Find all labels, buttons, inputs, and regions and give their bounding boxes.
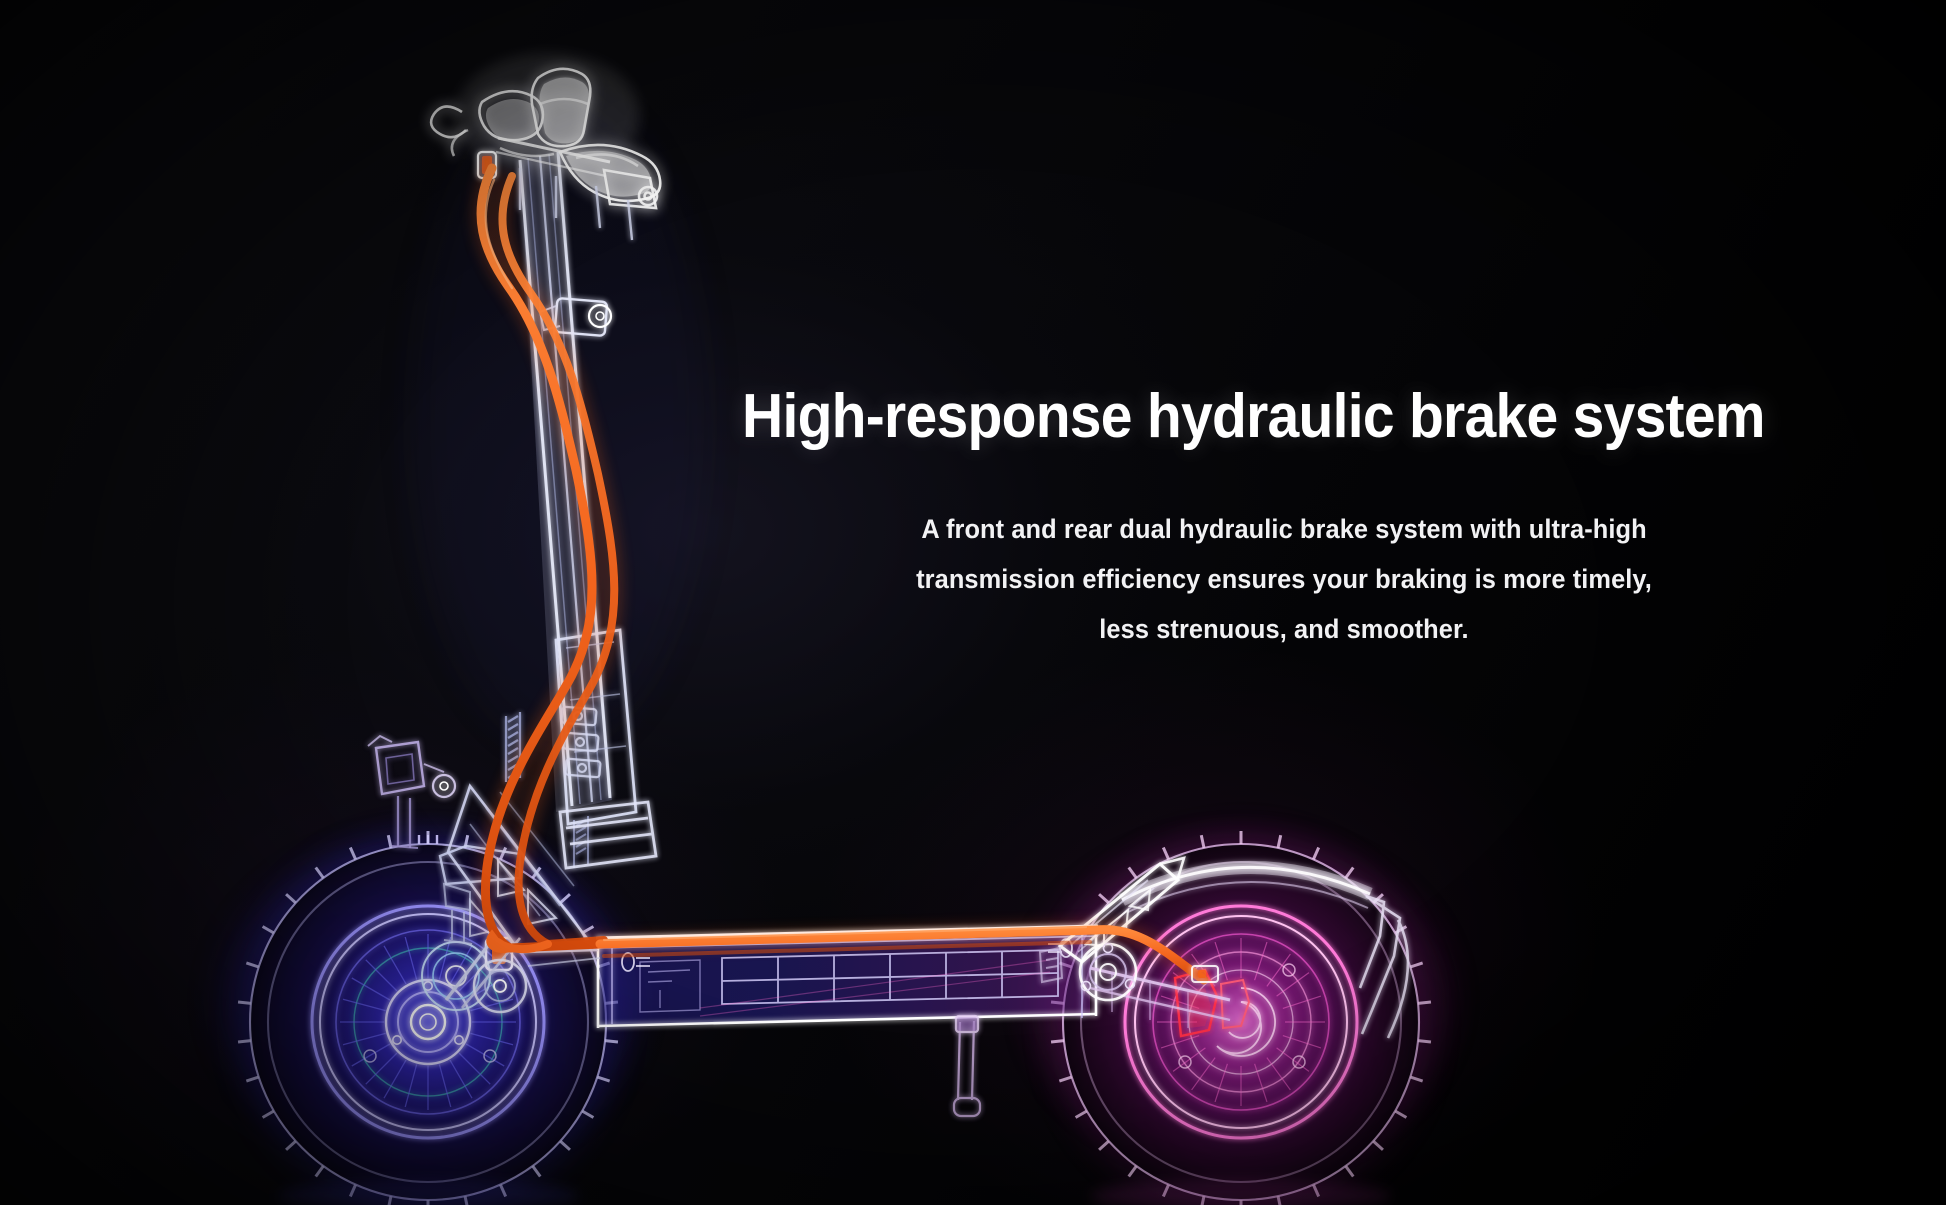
- page-title: High-response hydraulic brake system: [742, 382, 1766, 451]
- frame-spring: [573, 816, 589, 868]
- rear-fender-stay: [1358, 894, 1410, 1039]
- front-frame-triangle: [444, 783, 601, 1014]
- front-suspension-spring: [504, 712, 522, 782]
- ground-reflection: [278, 1180, 1391, 1205]
- description-line-2: transmission efficiency ensures your bra…: [916, 564, 1652, 594]
- deck-battery-housing: [595, 924, 1099, 1028]
- page-description: A front and rear dual hydraulic brake sy…: [880, 504, 1688, 654]
- brake-fluid-port: [476, 150, 498, 180]
- description-line-1: A front and rear dual hydraulic brake sy…: [921, 514, 1647, 544]
- steering-stem: [438, 150, 658, 886]
- rear-wheel: [1050, 831, 1432, 1205]
- copy-block: High-response hydraulic brake system A f…: [742, 386, 1862, 654]
- front-wheel: [237, 831, 619, 1205]
- front-hub: [384, 978, 472, 1066]
- front-brake-disc: [421, 941, 491, 1011]
- rear-brake-caliper: [1173, 968, 1251, 1038]
- front-brake-caliper: [484, 936, 514, 972]
- kickstand: [952, 1014, 982, 1118]
- brake-lever-assembly: [429, 53, 662, 241]
- rear-fender: [1119, 860, 1373, 913]
- rear-suspension-truss: [1057, 856, 1186, 964]
- rear-swingarm: [1078, 942, 1231, 1028]
- stem-folding-latch: [538, 297, 613, 337]
- frame-misc-front: [442, 882, 473, 945]
- battery-cells: [721, 949, 1059, 1005]
- description-line-3: less strenuous, and smoother.: [1099, 614, 1469, 644]
- headlight: [367, 734, 457, 849]
- frame-misc-rear: [1038, 946, 1064, 984]
